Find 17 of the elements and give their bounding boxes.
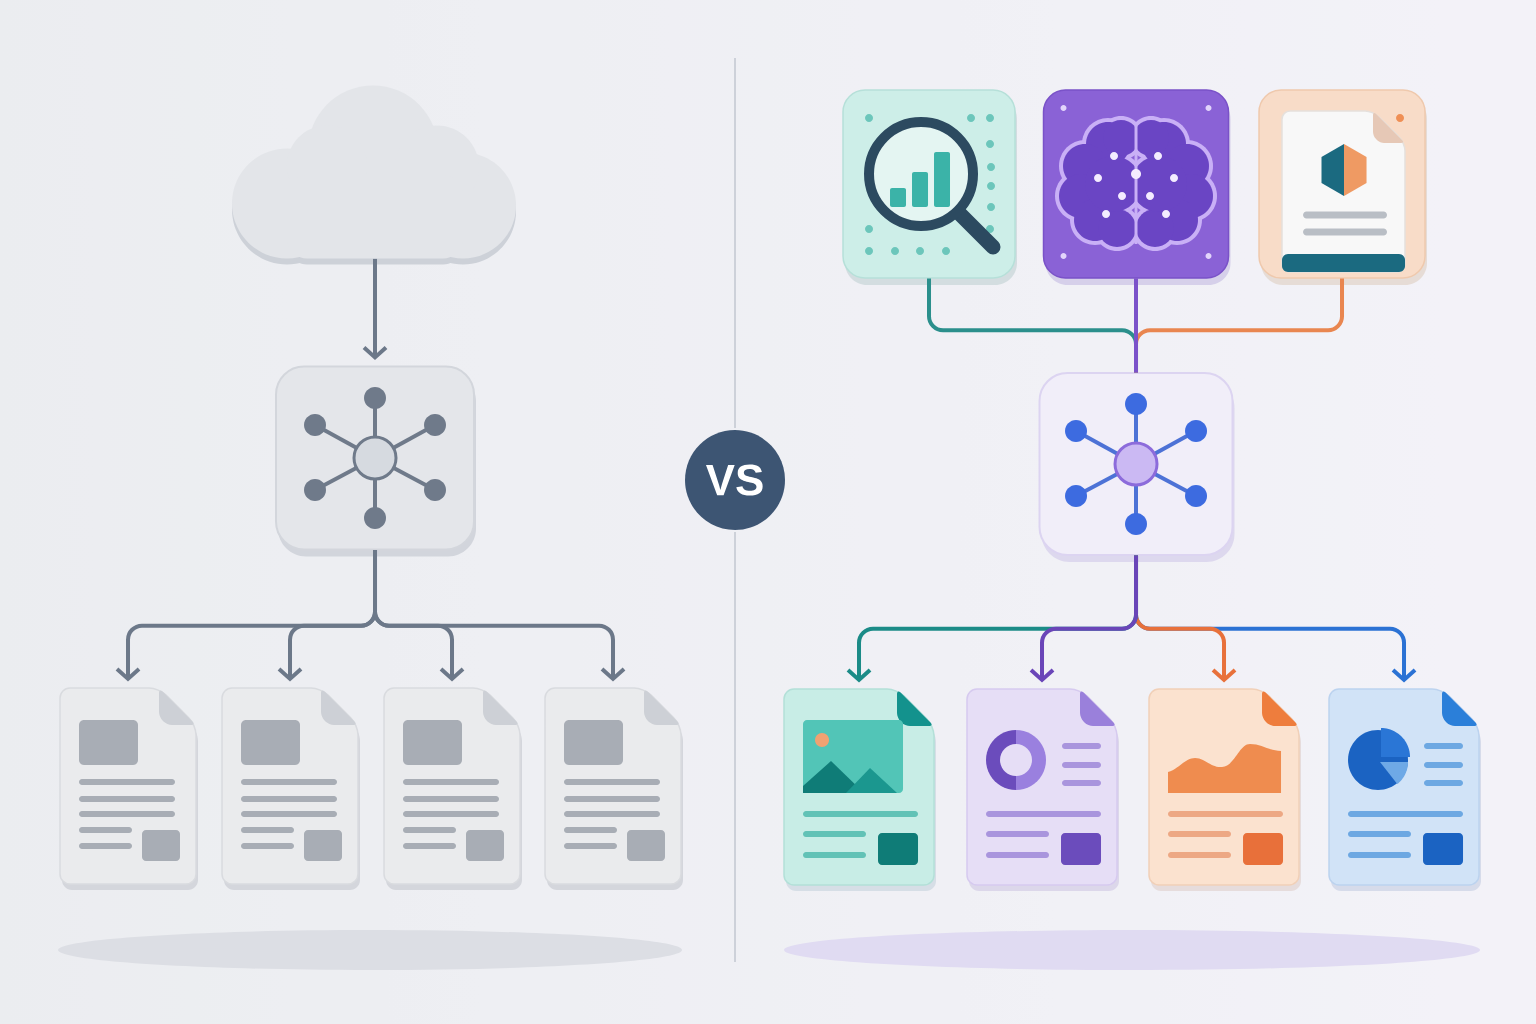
document-icon	[966, 688, 1119, 891]
document-icon	[221, 687, 360, 890]
arrow	[362, 258, 388, 361]
document-icon	[783, 688, 936, 891]
magnifier-chart-tile	[842, 89, 1017, 285]
document-tile	[1258, 89, 1427, 285]
document-icon	[544, 687, 683, 890]
arrow	[373, 549, 626, 682]
cloud-shape	[232, 85, 516, 265]
brain-tile	[1042, 89, 1231, 285]
arrow	[1029, 555, 1138, 683]
document-icon	[383, 687, 522, 890]
document-icon	[59, 687, 198, 890]
connector-line	[1134, 278, 1138, 373]
document-icon	[1328, 688, 1481, 891]
versus-badge: VS	[685, 430, 785, 530]
document-icon	[1148, 688, 1301, 891]
